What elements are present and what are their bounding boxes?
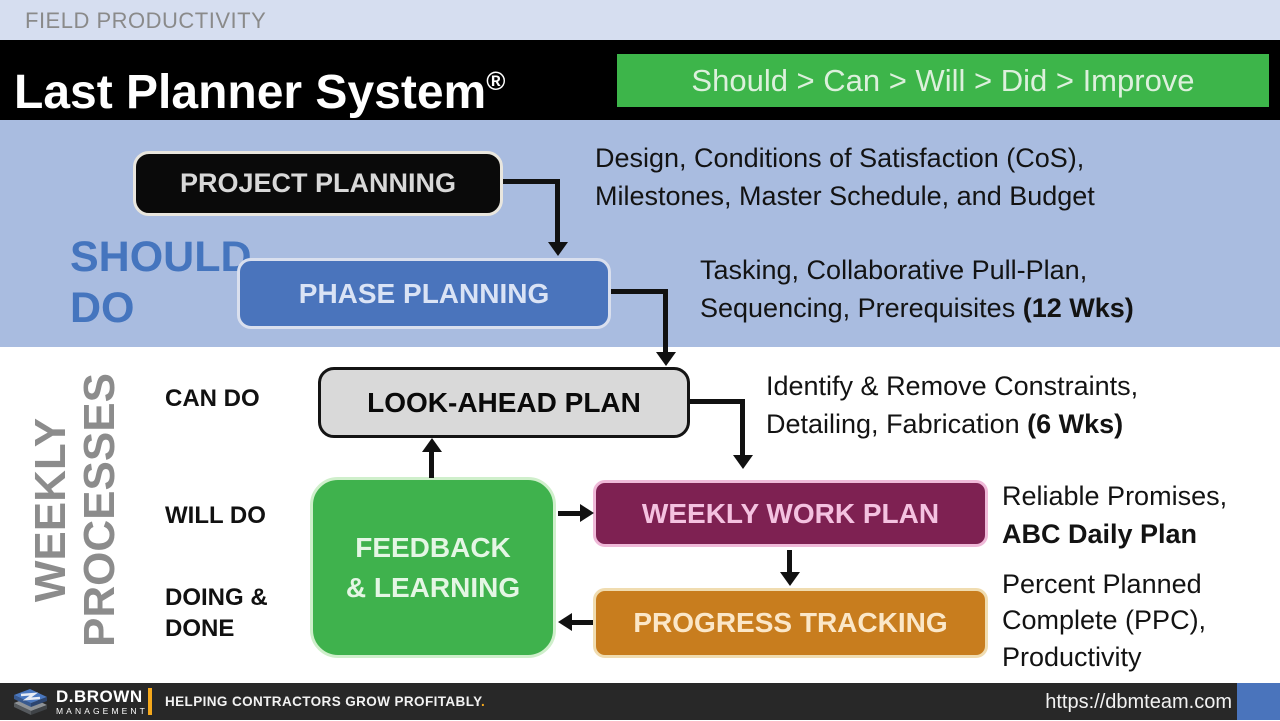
- footer-blue-accent: [1237, 683, 1280, 720]
- arrow-progress-to-feedback-head-icon: [558, 613, 572, 631]
- dbrown-logo: D.BROWN MANAGEMENT: [10, 686, 148, 717]
- footer-tagline-period: .: [481, 694, 486, 709]
- annotation-progress-line1: Percent Planned: [1002, 569, 1202, 599]
- row-label-will-do: WILL DO: [165, 502, 266, 529]
- node-weekly-work-plan: WEEKLY WORK PLAN: [593, 480, 988, 547]
- annotation-lookahead-line1: Identify & Remove Constraints,: [766, 371, 1139, 401]
- annotation-phase-line2-text: Sequencing, Prerequisites: [700, 292, 1023, 323]
- footer-tagline-text: HELPING CONTRACTORS GROW PROFITABLY: [165, 694, 482, 709]
- arrow-lookahead-to-weekly-vline: [740, 399, 745, 455]
- arrow-feedback-to-weekly-head-icon: [580, 504, 594, 522]
- top-strip: FIELD PRODUCTIVITY: [0, 0, 1280, 40]
- annotation-weekly-line1: Reliable Promises,: [1002, 481, 1228, 511]
- annotation-progress-line3: Productivity: [1002, 641, 1142, 672]
- row-label-done: DONE: [165, 615, 235, 643]
- annotation-progress-tracking: Percent Planned Complete (PPC), Producti…: [1002, 566, 1206, 675]
- feedback-line1: FEEDBACK: [355, 532, 511, 564]
- footer-divider: [148, 688, 152, 715]
- arrow-project-to-phase-vline: [555, 179, 560, 242]
- node-feedback-learning: FEEDBACK & LEARNING: [310, 477, 556, 658]
- annotation-lookahead-line2-bold: (6 Wks): [1027, 408, 1124, 439]
- annotation-phase-line2: Sequencing, Prerequisites (12 Wks): [700, 290, 1134, 328]
- footer-tagline: HELPING CONTRACTORS GROW PROFITABLY.: [165, 683, 485, 720]
- annotation-lookahead-line2: Detailing, Fabrication (6 Wks): [766, 406, 1138, 444]
- node-look-ahead-plan: LOOK-AHEAD PLAN: [318, 367, 690, 438]
- annotation-phase-planning: Tasking, Collaborative Pull-Plan, Sequen…: [700, 252, 1134, 328]
- annotation-weekly-line2-bold: ABC Daily Plan: [1002, 518, 1198, 549]
- arrow-lookahead-to-weekly-hline: [690, 399, 745, 404]
- arrow-phase-to-lookahead-head-icon: [656, 352, 676, 366]
- registered-mark: ®: [486, 66, 506, 96]
- row-label-can-do: CAN DO: [165, 385, 260, 412]
- annotation-weekly-line2: ABC Daily Plan: [1002, 516, 1227, 554]
- stage-label-do: DO: [70, 283, 135, 332]
- node-project-planning: PROJECT PLANNING: [133, 151, 503, 216]
- mantra-badge: Should > Can > Will > Did > Improve: [617, 54, 1269, 107]
- page-title-text: Last Planner System: [14, 66, 487, 119]
- weekly-label-line2: PROCESSES: [75, 373, 124, 647]
- annotation-project-line1: Design, Conditions of Satisfaction (CoS)…: [595, 143, 1085, 173]
- weekly-label-line1: WEEKLY: [25, 417, 75, 603]
- arrow-weekly-to-progress-head-icon: [780, 572, 800, 586]
- arrow-phase-to-lookahead-vline: [663, 289, 668, 352]
- title-banner: Last Planner System® Should > Can > Will…: [0, 40, 1280, 120]
- footer-bar: D.BROWN MANAGEMENT HELPING CONTRACTORS G…: [0, 683, 1280, 720]
- dbrown-logo-icon: [14, 689, 47, 715]
- arrow-lookahead-to-weekly-head-icon: [733, 455, 753, 469]
- footer-url-link[interactable]: https://dbmteam.com: [1045, 691, 1232, 713]
- page-title: Last Planner System®: [14, 40, 505, 120]
- annotation-phase-line1: Tasking, Collaborative Pull-Plan,: [700, 255, 1088, 285]
- stage-label-should-do: SHOULD DO: [70, 232, 252, 333]
- eyebrow-label: FIELD PRODUCTIVITY: [25, 8, 267, 33]
- stage-label-should: SHOULD: [70, 233, 252, 281]
- arrow-feedback-to-lookahead-line: [429, 451, 434, 478]
- annotation-lookahead-line2-text: Detailing, Fabrication: [766, 408, 1028, 439]
- dbrown-brand-text: D.BROWN MANAGEMENT: [56, 688, 148, 716]
- annotation-progress-line2: Complete (PPC),: [1002, 605, 1207, 636]
- annotation-phase-line2-bold: (12 Wks): [1022, 292, 1134, 323]
- node-phase-planning: PHASE PLANNING: [237, 258, 611, 329]
- row-label-doing-done: DOING & DONE: [165, 582, 268, 644]
- arrow-feedback-to-weekly-line: [558, 511, 582, 516]
- brand-subtitle: MANAGEMENT: [56, 705, 148, 716]
- annotation-weekly-work: Reliable Promises, ABC Daily Plan: [1002, 478, 1227, 554]
- stage-label-weekly-processes: WEEKLY PROCESSES: [20, 360, 130, 660]
- annotation-look-ahead: Identify & Remove Constraints, Detailing…: [766, 368, 1138, 444]
- arrow-weekly-to-progress-line: [787, 550, 792, 574]
- brand-name: D.BROWN: [56, 686, 143, 706]
- node-progress-tracking: PROGRESS TRACKING: [593, 588, 988, 658]
- arrow-feedback-to-lookahead-head-icon: [422, 438, 442, 452]
- annotation-project-line2: Milestones, Master Schedule, and Budget: [595, 180, 1095, 211]
- arrow-phase-to-lookahead-hline: [611, 289, 668, 294]
- row-label-doing: DOING &: [165, 584, 268, 611]
- arrow-progress-to-feedback-line: [570, 620, 593, 625]
- arrow-project-to-phase-hline: [503, 179, 560, 184]
- annotation-project-planning: Design, Conditions of Satisfaction (CoS)…: [595, 140, 1095, 216]
- feedback-line2: & LEARNING: [345, 571, 521, 603]
- arrow-project-to-phase-head-icon: [548, 242, 568, 256]
